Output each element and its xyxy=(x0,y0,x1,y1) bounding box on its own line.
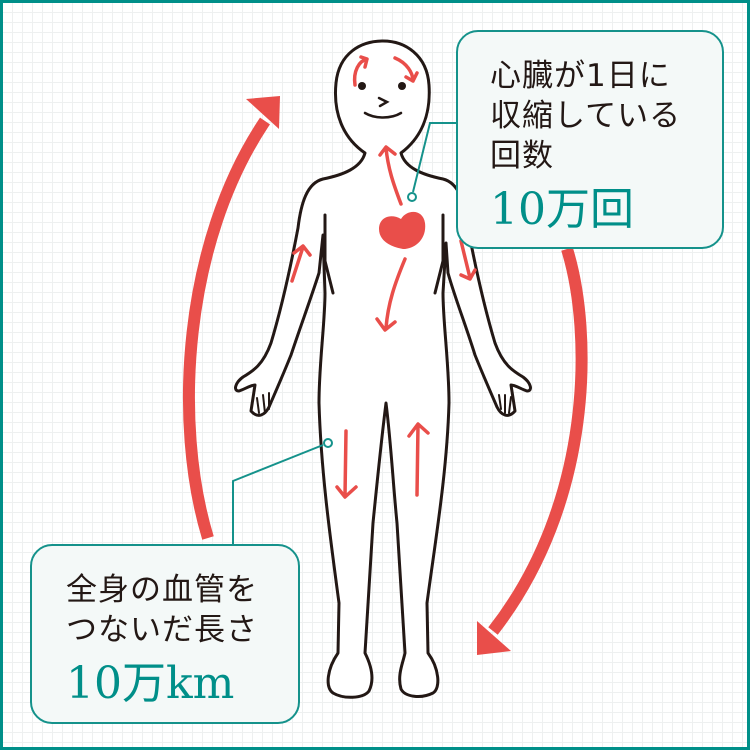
heart-stat-value: 10万回 xyxy=(490,184,634,235)
circulation-arrow-down-icon xyxy=(477,247,588,655)
face xyxy=(358,82,406,119)
vessel-stat-label-line-1: 全身の血管を xyxy=(66,572,258,608)
circulation-arrow-up-icon xyxy=(182,96,280,540)
heart-icon xyxy=(379,211,426,249)
heart-stat-callout: 心臓が1日に 収縮している 回数 10万回 xyxy=(456,30,724,249)
callout-pointer-vessels xyxy=(232,438,333,544)
heart-stat-label-line-3: 回数 xyxy=(490,138,554,174)
vessel-stat-callout: 全身の血管を つないだ長さ 10万km xyxy=(30,544,300,724)
heart-stat-label-line-1: 心臓が1日に xyxy=(490,58,671,94)
heart-stat-label-line-2: 収縮している xyxy=(490,98,682,134)
flow-arrows xyxy=(290,55,477,499)
vessel-stat-value: 10万km xyxy=(66,658,235,709)
vessel-stat-label-line-2: つないだ長さ xyxy=(66,612,258,648)
callout-pointer-heart xyxy=(407,122,456,202)
